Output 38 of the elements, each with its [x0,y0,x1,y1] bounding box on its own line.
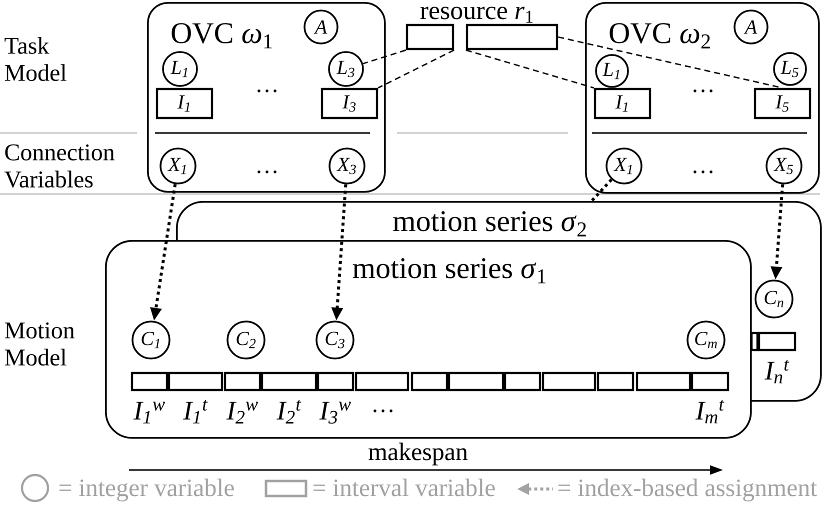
dotted-line [590,178,613,202]
interval-box: I$_{1}$ [594,88,652,120]
axis-label: makespan [368,442,468,466]
interval-label: I$_{1}$t [183,400,208,424]
legend-label: = interval variable [313,478,495,496]
interval-label: I$_{2}$t [276,400,302,424]
interval-box [448,372,504,392]
interval-box: I$_{1}$ [156,88,214,120]
row-label: Connection Variables [4,144,114,188]
ellipsis: … [694,90,712,92]
interval-label: I$_{1}$w [133,402,165,424]
interval-label: I$_{3}$w [319,402,351,424]
ellipsis: … [694,170,712,174]
legend-label: = index-based assignment [558,478,817,502]
row-label: Task Model [4,37,66,81]
interval-box [466,24,558,50]
interval-box [406,24,454,50]
interval-box [504,372,542,392]
interval-box [410,372,448,392]
legend-label: = integer variable [59,478,234,502]
interval-box [596,372,634,392]
ellipsis: … [258,170,276,174]
dashed-line [362,49,406,64]
interval-label: I$_{2}$w [226,402,258,424]
interval-box: I$_{3}$ [320,88,378,120]
interval-box [636,372,692,392]
interval-box [750,332,759,352]
resource-label: resource r$_{1}$ [420,6,533,23]
ellipsis: … [374,410,392,412]
dashed-line [466,49,594,89]
interval-box [542,372,596,392]
interval-box [354,372,410,392]
interval-label: I$_{m}$t [695,400,724,424]
interval-label: I$_{n}$t [764,360,790,384]
ellipsis: … [258,90,276,92]
interval-box: I$_{5}$ [754,88,812,120]
row-label: Motion Model [4,322,75,366]
dashed-line [378,49,454,89]
